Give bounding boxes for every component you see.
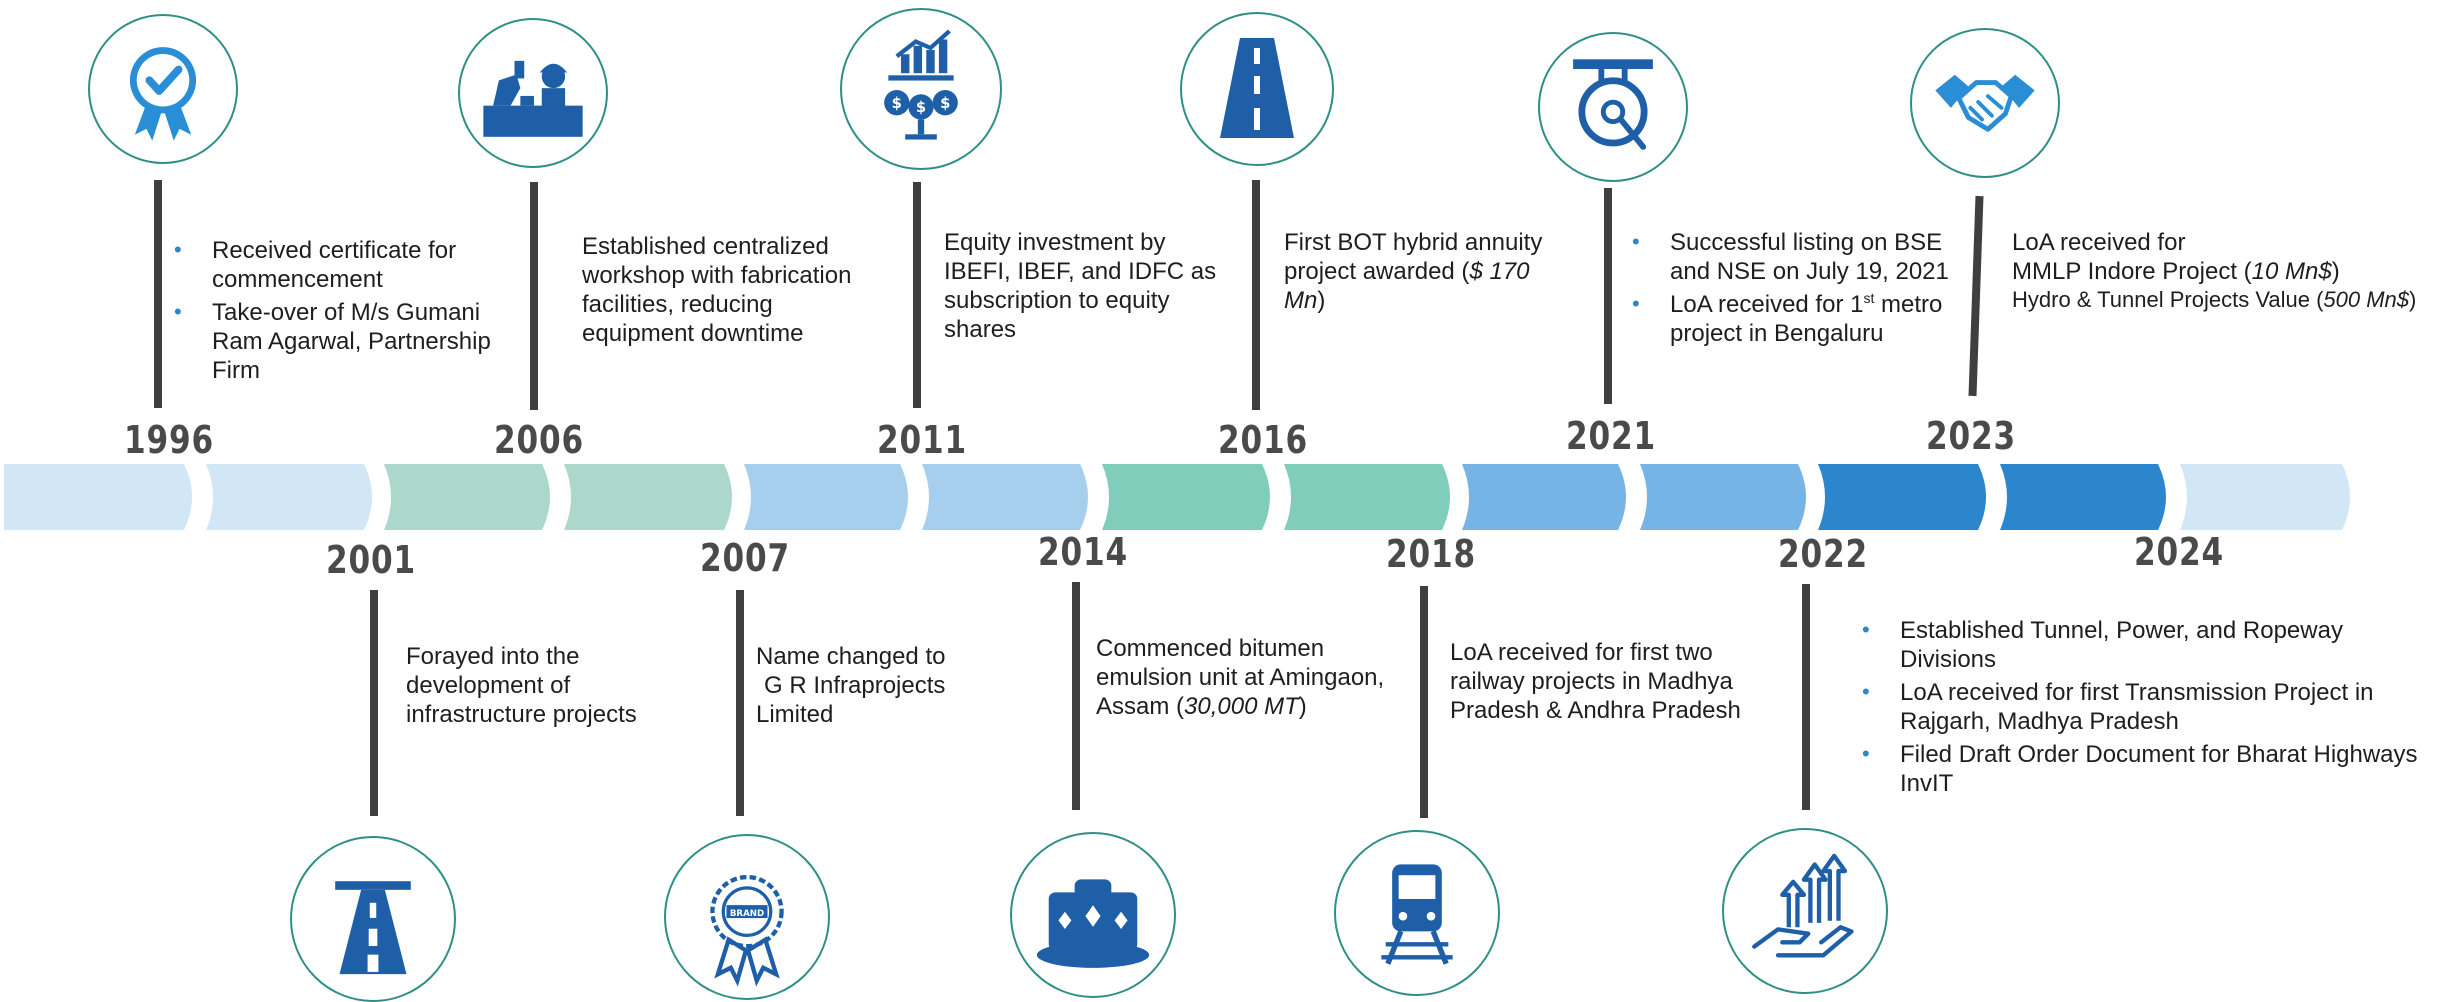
milestone-2016-text: First BOT hybrid annuity project awarded… xyxy=(1284,229,1543,314)
milestone-2023-line-3: Hydro & Tunnel Projects Value (500 Mn$) xyxy=(2012,286,2452,313)
milestone-2022-icon-circle xyxy=(1722,828,1888,994)
milestone-2023-stem xyxy=(1968,195,1984,397)
milestone-2024-text: Established Tunnel, Power, and Ropeway D… xyxy=(1862,615,2422,802)
milestone-1996-text: Received certificate for commencement Ta… xyxy=(174,235,514,389)
timeline-segment xyxy=(564,464,732,530)
milestone-1996-item-2: Take-over of M/s Gumani Ram Agarwal, Par… xyxy=(174,297,514,385)
svg-text:$: $ xyxy=(940,95,950,112)
svg-text:$: $ xyxy=(892,95,902,112)
timeline-segment xyxy=(4,464,192,530)
milestone-2024-item-2: LoA received for first Transmission Proj… xyxy=(1862,677,2422,736)
milestone-2014-stem xyxy=(1072,582,1080,810)
brand-badge-icon: BRAND xyxy=(710,874,784,987)
timeline-segment xyxy=(1284,464,1450,530)
milestone-2023-line-2: MMLP Indore Project (10 Mn$) xyxy=(2012,257,2452,286)
milestone-2007-year: 2007 xyxy=(700,536,791,580)
milestone-2001-text: Forayed into the development of infrastr… xyxy=(406,643,637,728)
timeline-segment xyxy=(1818,464,1986,530)
milestone-2023-line-3-b: ) xyxy=(2409,287,2417,312)
milestone-1996-year: 1996 xyxy=(124,418,215,462)
milestone-2022-year: 2022 xyxy=(1778,532,1869,576)
milestone-2023-line-3-a: Hydro & Tunnel Projects Value ( xyxy=(2012,287,2324,312)
milestone-2014-year: 2014 xyxy=(1038,530,1129,574)
timeline-band xyxy=(4,464,2350,530)
highway-road-icon xyxy=(335,881,411,975)
milestone-2014-text: Commenced bitumen emulsion unit at Aming… xyxy=(1096,635,1385,720)
milestone-2011-icon-circle: $ $ $ xyxy=(840,8,1002,170)
stock-exchange-gong-icon xyxy=(1573,59,1653,150)
milestone-2006-year: 2006 xyxy=(494,418,585,462)
milestone-2001-year: 2001 xyxy=(326,538,417,582)
milestone-2016-icon-circle xyxy=(1180,12,1334,166)
milestone-2016-value: $ 170 Mn xyxy=(1284,258,1530,314)
milestone-2024-item-1: Established Tunnel, Power, and Ropeway D… xyxy=(1862,615,2422,674)
certificate-badge-icon xyxy=(129,47,197,141)
milestone-2016-stem xyxy=(1252,180,1260,410)
milestone-2018-year: 2018 xyxy=(1386,532,1477,576)
milestone-2023-text: LoA received for MMLP Indore Project (10… xyxy=(2012,228,2452,313)
milestone-2011-text: Equity investment by IBEFI, IBEF, and ID… xyxy=(944,229,1217,343)
timeline-segment xyxy=(1640,464,1806,530)
milestone-2016-year: 2016 xyxy=(1218,418,1309,462)
milestone-2023-line-2-a: MMLP Indore Project ( xyxy=(2012,258,2252,285)
milestone-1996-stem xyxy=(154,180,162,408)
milestone-2006-stem xyxy=(530,182,538,410)
milestone-2021-item-2: LoA received for 1st metro project in Be… xyxy=(1632,289,1952,348)
milestone-2023-line-2-value: 10 Mn$ xyxy=(2251,258,2332,285)
milestone-2014-text-main: Commenced bitumen emulsion unit at Aming… xyxy=(1096,635,1385,720)
milestone-2006-icon-circle xyxy=(458,18,608,168)
milestone-2007-stem xyxy=(736,590,744,816)
milestone-2018-text: LoA received for first two railway proje… xyxy=(1450,639,1741,724)
milestone-2016-text-main: First BOT hybrid annuity project awarded xyxy=(1284,229,1543,285)
milestone-2021-text: Successful listing on BSE and NSE on Jul… xyxy=(1632,227,1952,352)
milestone-2014-icon-circle xyxy=(1010,832,1176,998)
handshake-icon xyxy=(1935,74,2035,132)
milestone-2021-year: 2021 xyxy=(1566,414,1657,458)
timeline-segment xyxy=(1462,464,1626,530)
milestone-2021-item-1: Successful listing on BSE and NSE on Jul… xyxy=(1632,227,1952,286)
timeline-segment xyxy=(206,464,372,530)
milestone-2014-value: 30,000 MT xyxy=(1184,693,1299,720)
milestone-2024-year: 2024 xyxy=(2134,530,2225,574)
milestone-2018-icon-circle xyxy=(1334,830,1500,996)
milestone-2023-line-3-value: 500 Mn$ xyxy=(2323,287,2410,312)
timeline-segment xyxy=(2000,464,2166,530)
road-lanes-icon xyxy=(1220,38,1294,138)
train-icon xyxy=(1381,864,1453,965)
milestone-2023-icon-circle xyxy=(1910,28,2060,178)
milestone-2023-line-2-b: ) xyxy=(2331,258,2340,285)
timeline-segment xyxy=(2180,464,2350,530)
milestone-2007-text: Name changed to G R Infraprojects Limite… xyxy=(756,642,996,729)
svg-text:BRAND: BRAND xyxy=(730,909,764,919)
milestone-2021-item-2-b: metro project in Bengaluru xyxy=(1670,291,1943,347)
milestone-2021-item-2-sup: st xyxy=(1863,290,1875,306)
milestone-2023-line-1: LoA received for xyxy=(2012,229,2186,256)
bitumen-tanks-icon xyxy=(1036,879,1150,968)
milestone-2021-icon-circle xyxy=(1538,32,1688,182)
milestone-2018-stem xyxy=(1420,586,1428,818)
milestone-1996-item-1: Received certificate for commencement xyxy=(174,235,514,294)
milestone-2023-year: 2023 xyxy=(1926,414,2017,458)
timeline-segment xyxy=(744,464,908,530)
milestone-1996-icon-circle xyxy=(88,14,238,164)
milestone-2011-year: 2011 xyxy=(877,418,968,462)
milestone-2007-text-a: Name changed to xyxy=(756,643,946,670)
milestone-2001-stem xyxy=(370,590,378,816)
milestone-2021-stem xyxy=(1604,188,1612,404)
timeline-segment xyxy=(1102,464,1270,530)
svg-text:$: $ xyxy=(916,99,926,116)
milestone-2001-icon-circle xyxy=(290,836,456,1002)
milestone-2007-text-b: G R Infraprojects Limited xyxy=(756,672,946,728)
workshop-worker-icon xyxy=(483,60,583,137)
timeline-segment xyxy=(922,464,1088,530)
milestone-2006-text: Established centralized workshop with fa… xyxy=(582,233,852,347)
investment-growth-icon: $ $ $ xyxy=(884,29,958,140)
milestone-2024-item-3: Filed Draft Order Document for Bharat Hi… xyxy=(1862,739,2422,798)
milestone-2022-stem xyxy=(1802,584,1810,810)
milestone-2007-icon-circle: BRAND xyxy=(664,834,830,1000)
milestone-2011-stem xyxy=(913,182,921,408)
growth-hand-icon xyxy=(1752,853,1854,958)
timeline-segment xyxy=(384,464,550,530)
milestone-2021-item-2-a: LoA received for 1 xyxy=(1670,291,1864,318)
